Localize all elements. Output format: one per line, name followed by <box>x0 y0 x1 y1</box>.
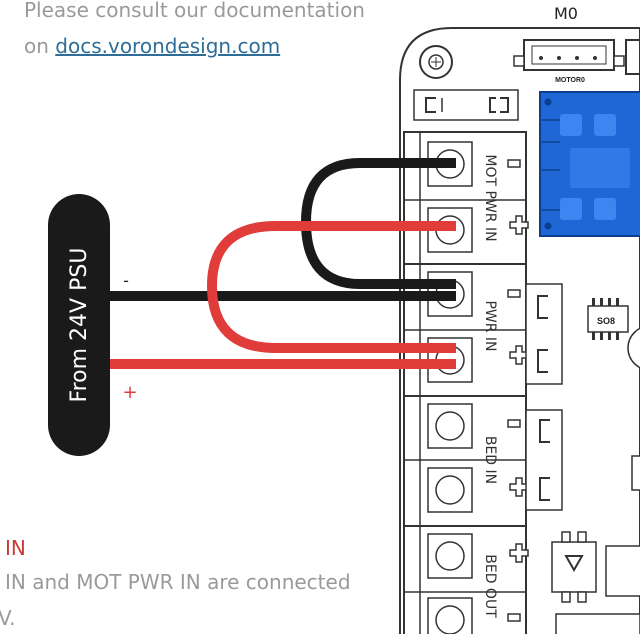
doc-note-line: Please consult our documentation <box>24 0 365 22</box>
psu-minus: - <box>123 271 129 290</box>
psu-plus: + <box>122 382 137 403</box>
terminal-label-bed-out: BED OUT <box>482 554 498 618</box>
side-jumpers <box>525 283 563 511</box>
doc-note-prefix: on <box>24 34 56 58</box>
terminal-label-pwr-in: PWR IN <box>482 300 498 351</box>
terminal-block <box>403 131 527 634</box>
stepper-driver <box>539 91 640 237</box>
psu-label: From 24V PSU <box>67 248 92 403</box>
docs-link[interactable]: docs.vorondesign.com <box>55 34 281 58</box>
terminal-label-mot-pwr-in: MOT PWR IN <box>482 154 498 241</box>
svg-text:SO8: SO8 <box>597 316 615 326</box>
terminal-label-bed-in: BED IN <box>482 436 498 484</box>
footer-note-end: V. <box>0 606 16 630</box>
psu-pill <box>48 194 110 456</box>
so8-chip: SO8 <box>587 298 629 340</box>
lower-components <box>551 531 640 634</box>
jumper-footprint <box>413 89 519 121</box>
doc-note-link-line: on docs.vorondesign.com <box>24 34 280 58</box>
mot-positive-jumper-wire <box>206 221 456 353</box>
motor-silkscreen: MOTOR0 <box>555 77 585 84</box>
footer-note: IN and MOT PWR IN are connected <box>5 570 351 594</box>
motor-connector-title: M0 <box>554 4 578 23</box>
footer-highlight: IN <box>5 536 26 560</box>
polarity-signs <box>507 159 529 622</box>
